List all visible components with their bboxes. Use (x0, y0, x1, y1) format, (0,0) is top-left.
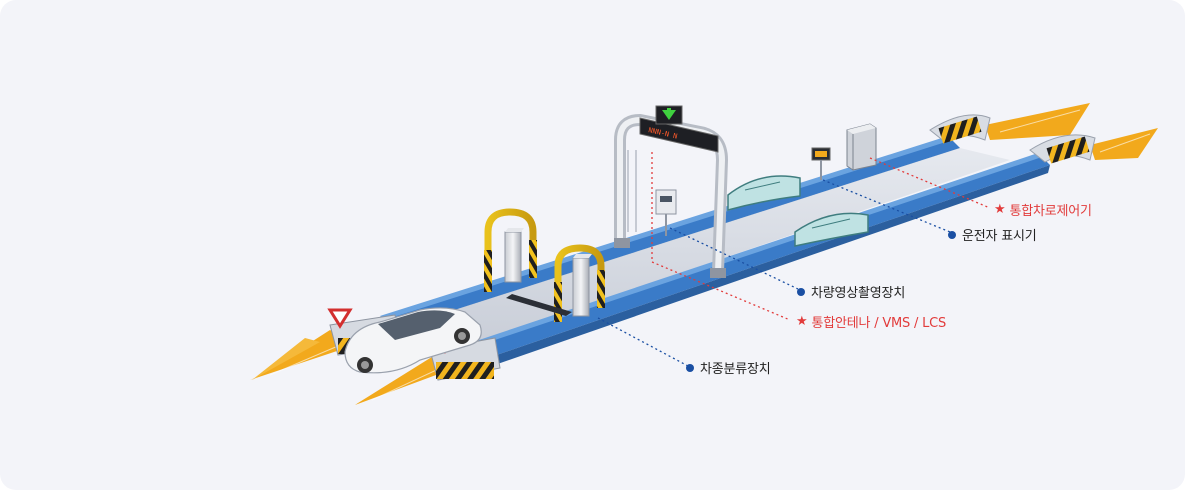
label-vehicle-camera-text: 차량영상촬영장치 (811, 286, 906, 301)
upper-lane-island (380, 114, 1010, 345)
leader-lines (597, 152, 991, 367)
lane-controller (846, 123, 877, 171)
star-icon: ★ (994, 202, 1006, 217)
arrow-right-lower-icon (1090, 128, 1158, 160)
driver-display (811, 147, 831, 180)
lower-lane-island (470, 134, 1096, 368)
vms-sign: NNN-N N (639, 117, 719, 153)
label-lane-controller: ★ 통합차로제어기 (994, 200, 1092, 219)
label-antenna-vms-lcs-text: 통합안테나 / VMS / LCS (811, 316, 947, 331)
label-lane-controller-text: 통합차로제어기 (1009, 204, 1092, 219)
label-vehicle-camera: 차량영상촬영장치 (797, 282, 905, 301)
label-driver-display: 운전자 표시기 (948, 225, 1037, 244)
label-antenna-vms-lcs: ★ 통합안테나 / VMS / LCS (796, 312, 946, 331)
arrow-left-lower-icon (355, 355, 455, 405)
toll-booth-upper (727, 175, 801, 211)
height-barrier-right (554, 244, 605, 322)
arrow-right-upper-icon (985, 103, 1090, 140)
star-icon: ★ (796, 314, 808, 329)
label-vehicle-classifier-text: 차종분류장치 (700, 362, 771, 377)
lcs-arrow-icon (655, 105, 683, 125)
bullet-icon (948, 230, 956, 239)
bullet-icon (686, 363, 694, 372)
height-barrier-left (484, 208, 537, 292)
yield-sign-upper-icon (327, 308, 353, 329)
classifier-post-left (504, 228, 524, 283)
classifier-post-right (572, 254, 592, 317)
loop-detector (506, 294, 572, 316)
car-icon (344, 307, 482, 374)
label-vehicle-classifier: 차종분류장치 (686, 358, 771, 377)
vehicle-camera (655, 189, 677, 236)
toll-booth-lower (794, 212, 869, 247)
bullet-icon (797, 287, 805, 296)
arrow-left-upper-icon (250, 330, 355, 380)
label-driver-display-text: 운전자 표시기 (962, 229, 1037, 244)
